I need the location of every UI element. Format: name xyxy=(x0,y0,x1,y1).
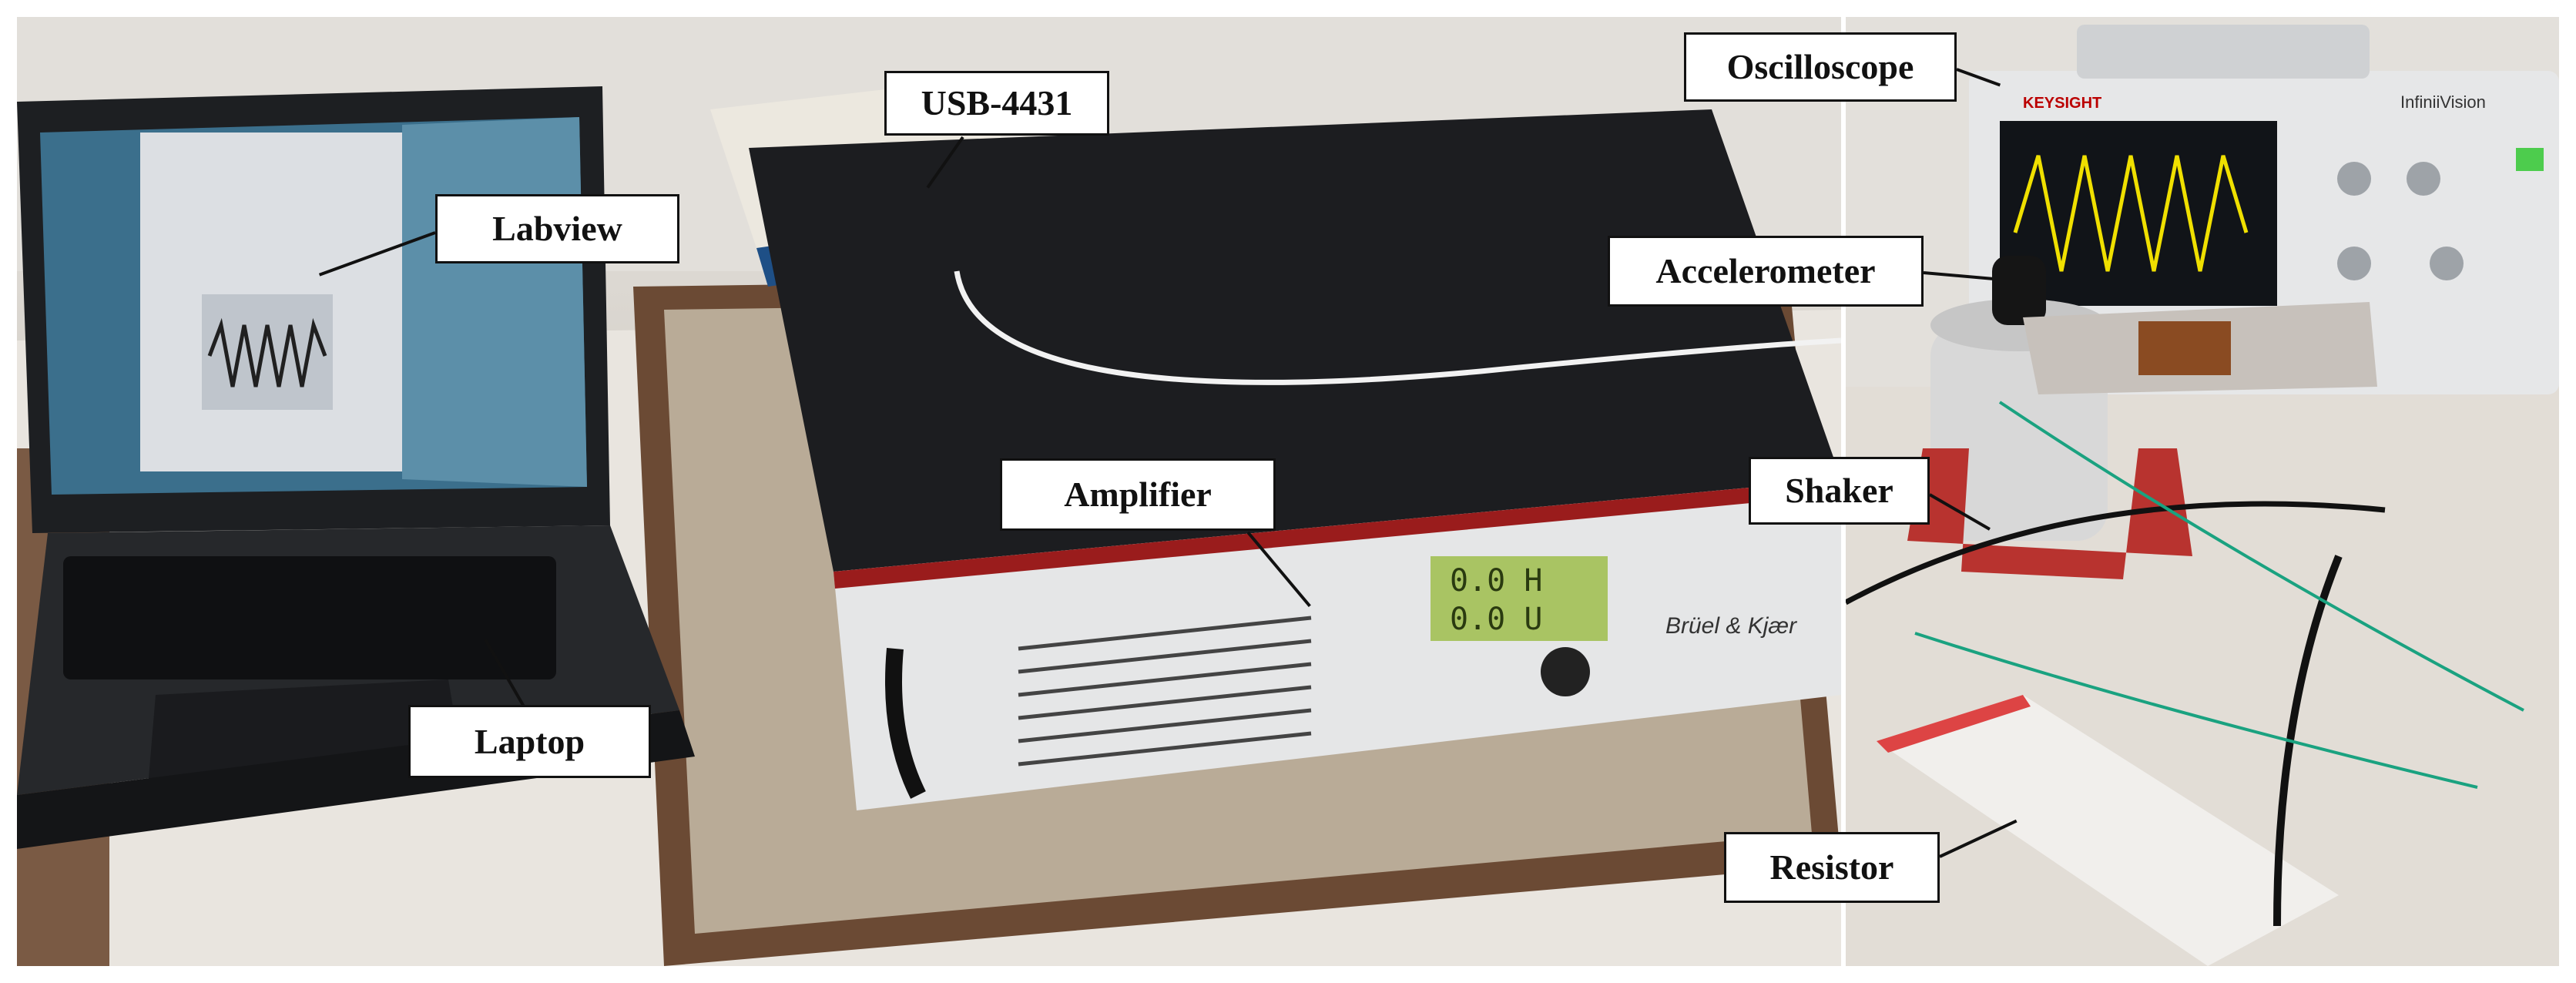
amplifier-device: 0.0 H 0.0 U Brüel & Kjær xyxy=(749,109,1841,810)
accelerometer-sensor xyxy=(1992,256,2046,325)
label-shaker: Shaker xyxy=(1749,457,1930,525)
right-photo-panel: KEYSIGHT InfiniiVision xyxy=(1846,17,2559,966)
svg-text:KEYSIGHT: KEYSIGHT xyxy=(2023,95,2101,112)
label-oscilloscope: Oscilloscope xyxy=(1684,32,1957,102)
svg-text:Brüel & Kjær: Brüel & Kjær xyxy=(1665,613,1797,639)
svg-text:InfiniiVision: InfiniiVision xyxy=(2400,92,2486,112)
label-amplifier: Amplifier xyxy=(1000,458,1276,531)
svg-text:0.0 U: 0.0 U xyxy=(1450,602,1542,637)
label-laptop: Laptop xyxy=(408,705,651,778)
breadboard xyxy=(1877,695,2339,966)
label-resistor: Resistor xyxy=(1724,832,1940,903)
left-scene: 0.0 H 0.0 U Brüel & Kjær xyxy=(17,17,1841,966)
laptop-device xyxy=(17,86,695,849)
left-photo-panel: 0.0 H 0.0 U Brüel & Kjær xyxy=(17,17,1841,966)
svg-text:0.0 H: 0.0 H xyxy=(1450,563,1542,599)
label-usb-4431: USB-4431 xyxy=(884,71,1109,136)
right-scene: KEYSIGHT InfiniiVision xyxy=(1846,17,2559,966)
amplifier-lcd xyxy=(1431,556,1608,641)
label-labview: Labview xyxy=(435,194,679,263)
label-accelerometer: Accelerometer xyxy=(1608,236,1924,307)
